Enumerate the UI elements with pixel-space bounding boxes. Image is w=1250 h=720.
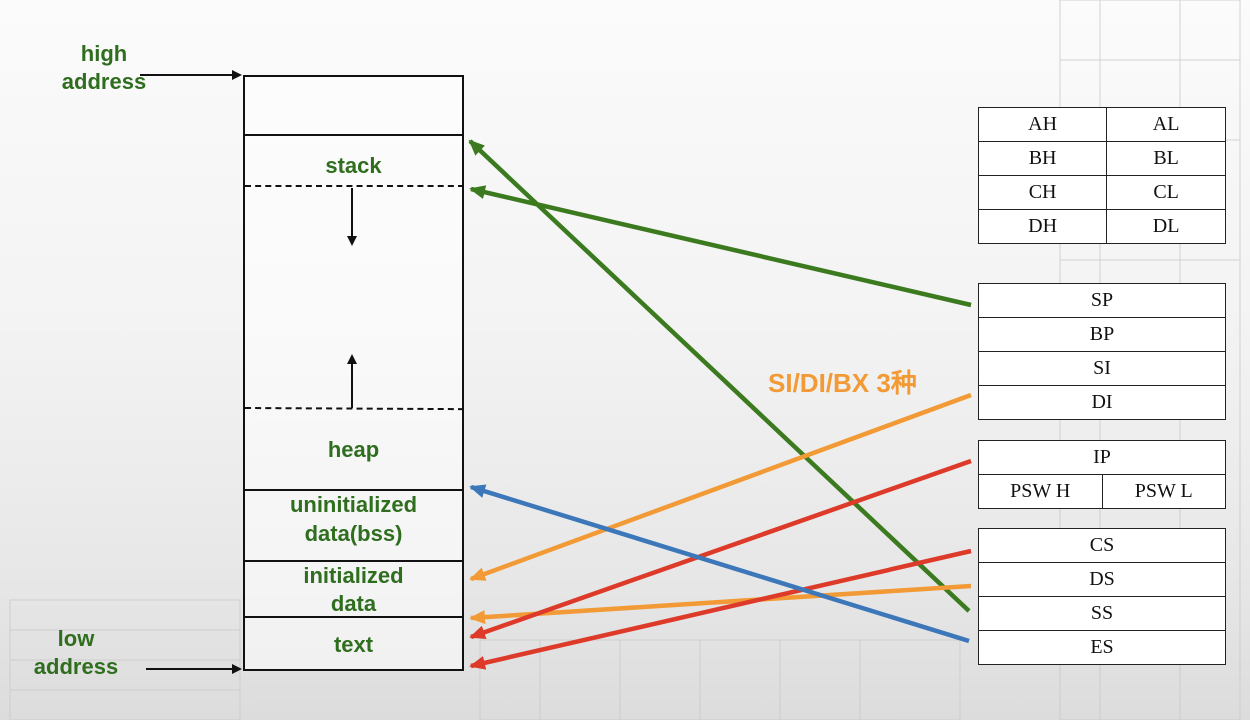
sp-to-stack-arrow xyxy=(469,185,972,308)
divider-init-text xyxy=(243,616,464,618)
reg-ch: CH xyxy=(977,175,1108,210)
reg-cs: CS xyxy=(978,528,1226,563)
reg-al: AL xyxy=(1106,107,1226,142)
heap-label: heap xyxy=(327,437,380,462)
si-di-bx-note: SI/DI/BX 3种 xyxy=(768,368,917,398)
reg-es: ES xyxy=(978,630,1226,665)
reg-ds: DS xyxy=(978,562,1226,597)
di-to-init-arrow xyxy=(469,392,972,582)
reg-dh: DH xyxy=(977,209,1108,244)
reg-psw-l: PSW L xyxy=(1101,474,1226,509)
init-label-line2: data xyxy=(330,591,377,616)
reg-ip: IP xyxy=(978,440,1226,475)
cs-to-text-arrow xyxy=(469,548,972,670)
text-label: text xyxy=(333,632,374,657)
divider-heap-bss xyxy=(243,489,464,491)
segment-register-table: CS DS SS ES xyxy=(978,528,1226,665)
ds-to-init-arrow xyxy=(469,583,972,625)
reg-ss: SS xyxy=(978,596,1226,631)
ip-to-text-arrow xyxy=(469,458,972,640)
divider-bss-init xyxy=(243,560,464,562)
reg-di: DI xyxy=(978,385,1226,420)
init-label-line1: initialized xyxy=(303,563,404,588)
ss-to-stack-arrow xyxy=(468,139,971,613)
divider-top-stack xyxy=(243,134,464,136)
reg-bl: BL xyxy=(1106,141,1226,176)
pointer-register-table: SP BP SI DI xyxy=(978,283,1226,420)
reg-cl: CL xyxy=(1106,175,1226,210)
bss-label-line1: uninitialized xyxy=(289,492,418,517)
reg-bh: BH xyxy=(977,141,1108,176)
es-to-bss-arrow xyxy=(469,484,970,644)
reg-ah: AH xyxy=(977,107,1108,142)
bss-label-line2: data(bss) xyxy=(304,521,403,546)
reg-bp: BP xyxy=(978,317,1226,352)
reg-dl: DL xyxy=(1106,209,1226,244)
dashed-stack-limit xyxy=(245,185,464,187)
stack-label: stack xyxy=(325,153,382,178)
memory-layout-box xyxy=(243,75,464,671)
